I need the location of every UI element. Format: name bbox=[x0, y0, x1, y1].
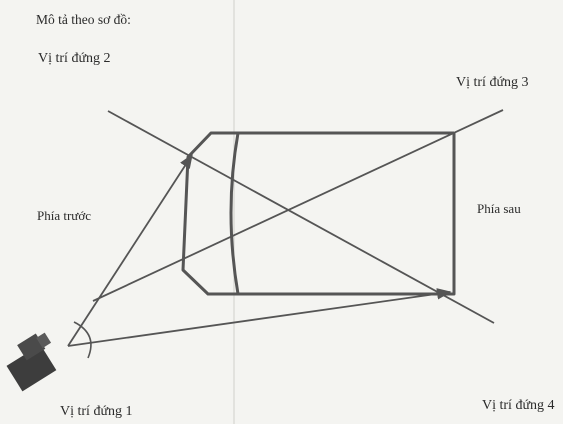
position-4-label: Vị trí đứng 4 bbox=[482, 398, 555, 413]
camera-icon bbox=[6, 332, 57, 392]
sight-lines bbox=[67, 109, 504, 359]
back-side-label: Phía sau bbox=[477, 201, 521, 216]
sight-line-pos2-to-pos4 bbox=[107, 110, 495, 324]
sight-line-pos3-to-front bbox=[92, 109, 504, 302]
position-1-label: Vị trí đứng 1 bbox=[60, 404, 133, 419]
position-3-label: Vị trí đứng 3 bbox=[456, 75, 529, 90]
vehicle-body bbox=[181, 131, 456, 296]
vehicle-outline bbox=[181, 131, 456, 296]
viewing-angle-arc bbox=[73, 321, 92, 359]
front-side-label: Phía trước bbox=[37, 208, 91, 223]
position-2-label: Vị trí đứng 2 bbox=[38, 51, 111, 66]
arrow-pos1-to-front bbox=[67, 153, 193, 347]
diagram-heading: Mô tả theo sơ đồ: bbox=[36, 12, 131, 27]
arrow-pos1-to-rear-corner bbox=[67, 288, 452, 347]
vehicle-windshield bbox=[229, 132, 240, 295]
